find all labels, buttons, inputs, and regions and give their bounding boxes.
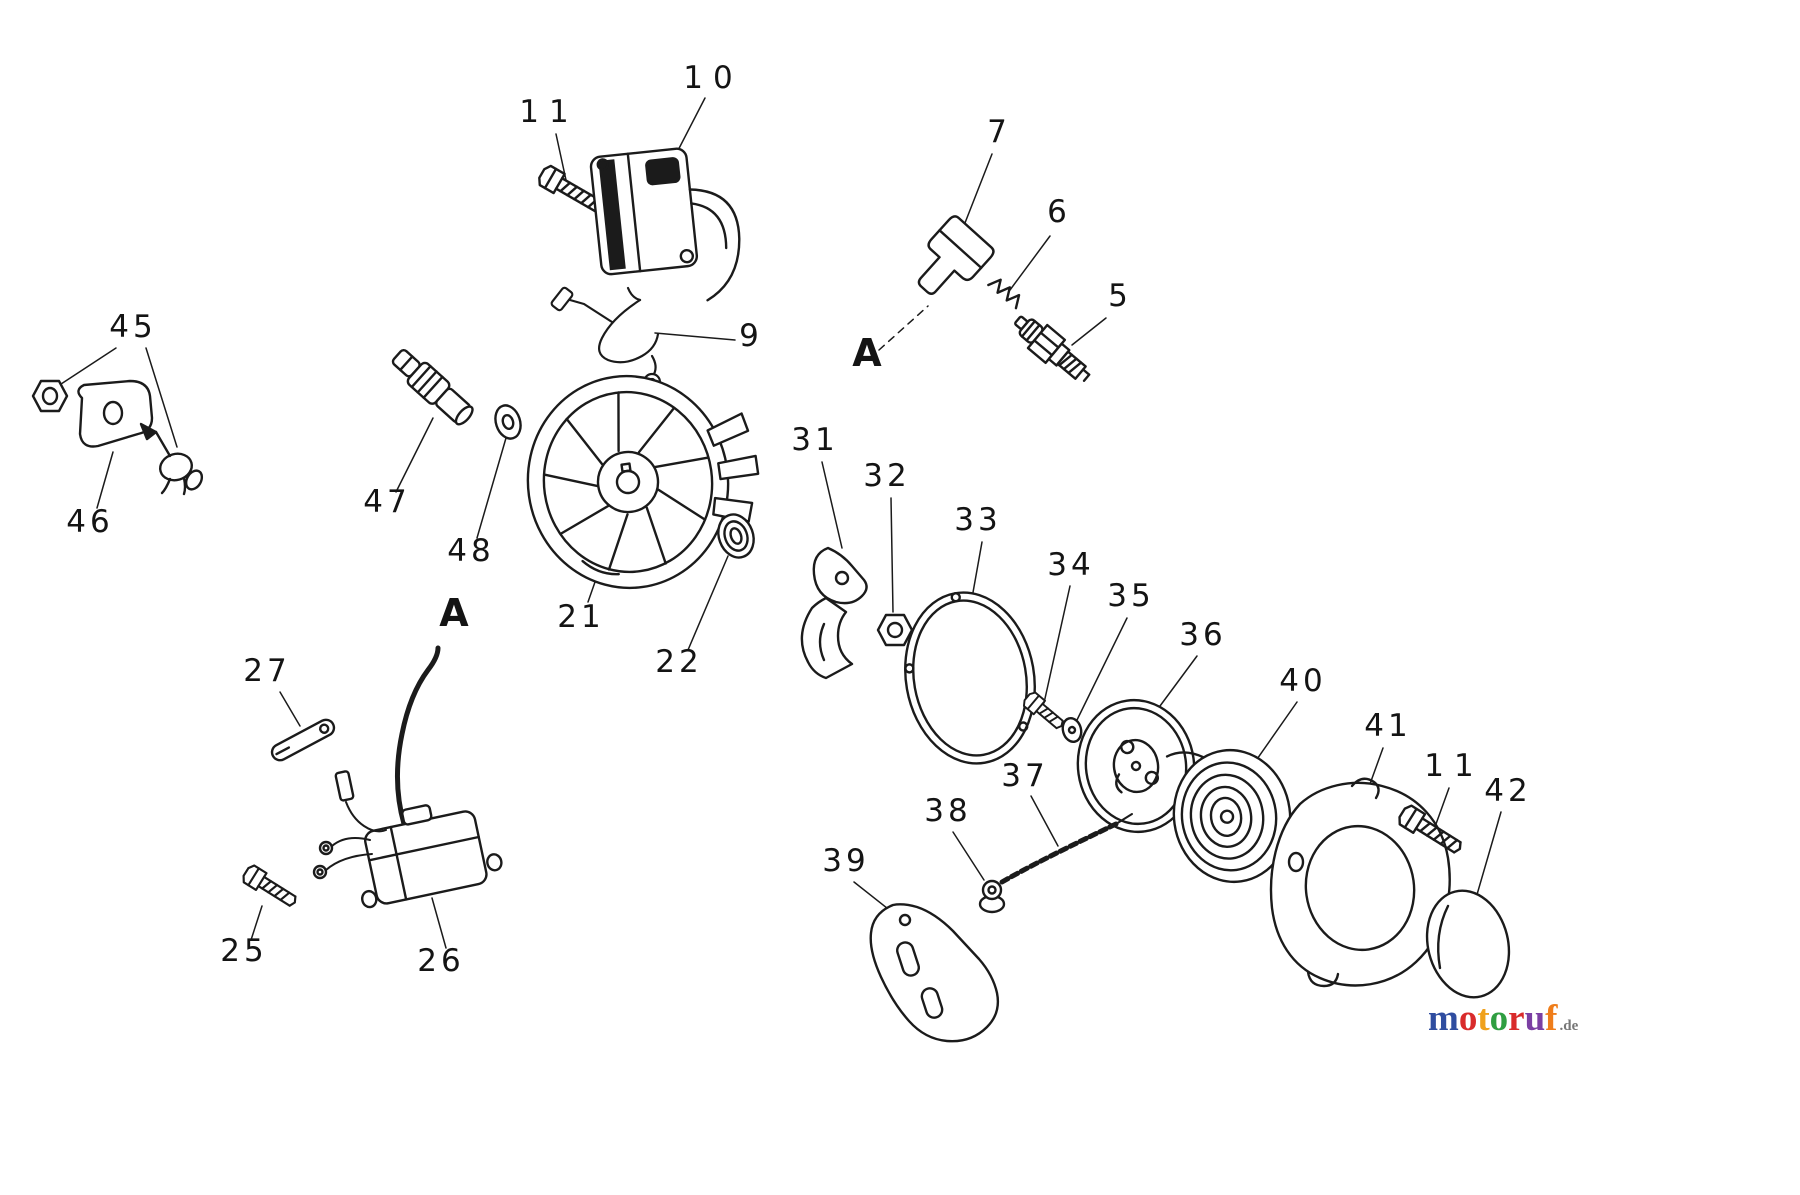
callout-a2: A bbox=[439, 591, 469, 635]
starter-post-drawing bbox=[391, 348, 474, 426]
callout-32: 32 bbox=[863, 458, 910, 494]
fan-cover-ring-drawing bbox=[904, 591, 1036, 765]
motoruf-logo-suffix: .de bbox=[1559, 1018, 1579, 1034]
flywheel-drawing bbox=[526, 374, 760, 590]
flywheel-nut-drawing bbox=[876, 613, 914, 647]
logo-letter: m bbox=[1428, 998, 1459, 1039]
stop-lever-drawing bbox=[270, 718, 336, 762]
callout-7: 7 bbox=[987, 114, 1007, 150]
recoil-spring-drawing bbox=[1165, 748, 1292, 884]
logo-letter: u bbox=[1524, 998, 1546, 1039]
washer-22-drawing bbox=[717, 513, 755, 559]
washer-35-drawing bbox=[1061, 716, 1083, 744]
callout-5: 5 bbox=[1108, 278, 1128, 314]
callout-36: 36 bbox=[1179, 617, 1226, 653]
washer-48-drawing bbox=[494, 404, 522, 440]
callout-11b: 11 bbox=[1424, 748, 1483, 784]
callout-6: 6 bbox=[1047, 194, 1067, 230]
callout-46: 46 bbox=[66, 504, 113, 540]
cover-disc-drawing bbox=[1425, 889, 1511, 999]
stop-switch-drawing bbox=[139, 422, 204, 496]
stop-switch-bracket-drawing bbox=[77, 379, 154, 448]
callout-10: 10 bbox=[683, 60, 742, 96]
callout-47: 47 bbox=[363, 484, 410, 520]
callout-labels: 10 11 7 6 5 9 45 47 48 46 21 22 A A 27 3… bbox=[66, 60, 1531, 979]
ignition-coil-drawing bbox=[589, 147, 741, 302]
logo-letter: f bbox=[1545, 998, 1558, 1039]
callout-21: 21 bbox=[557, 599, 604, 635]
choke-rod-drawing bbox=[395, 645, 441, 827]
callout-48: 48 bbox=[447, 533, 494, 569]
logo-letter: o bbox=[1489, 998, 1509, 1039]
terminal-spring-drawing bbox=[987, 278, 1021, 310]
screw-34-drawing bbox=[1022, 691, 1064, 730]
logo-letter: r bbox=[1508, 998, 1525, 1039]
starter-grip-drawing bbox=[869, 903, 1000, 1043]
starter-housing-drawing bbox=[1269, 777, 1451, 988]
callout-42: 42 bbox=[1484, 773, 1531, 809]
leader-lines bbox=[57, 97, 1502, 949]
callout-45: 45 bbox=[109, 309, 156, 345]
ignition-module-drawing bbox=[312, 770, 503, 909]
spark-plug-cap-drawing bbox=[917, 215, 995, 295]
callout-38: 38 bbox=[924, 793, 971, 829]
rope-bushing-drawing bbox=[978, 879, 1006, 914]
callout-37: 37 bbox=[1001, 758, 1048, 794]
starter-pawl-drawing bbox=[800, 546, 868, 680]
logo-letter: o bbox=[1458, 998, 1478, 1039]
starter-rope-drawing bbox=[999, 813, 1133, 885]
callout-33: 33 bbox=[954, 502, 1001, 538]
callout-31: 31 bbox=[791, 422, 838, 458]
callout-11a: 11 bbox=[519, 94, 578, 130]
housing-bolt-drawing bbox=[1398, 804, 1462, 854]
callout-9: 9 bbox=[739, 318, 759, 354]
starter-pulley-drawing bbox=[1076, 698, 1196, 834]
callout-a1: A bbox=[852, 331, 882, 375]
callout-41: 41 bbox=[1364, 708, 1411, 744]
nut-drawing bbox=[31, 379, 69, 413]
callout-35: 35 bbox=[1107, 578, 1154, 614]
ignition-lead-drawing bbox=[550, 286, 662, 392]
callout-39: 39 bbox=[822, 843, 869, 879]
callout-34: 34 bbox=[1047, 547, 1094, 583]
logo-letter: t bbox=[1477, 998, 1490, 1039]
spark-plug-drawing bbox=[1014, 315, 1091, 382]
module-bolt-drawing bbox=[242, 864, 297, 907]
callout-26: 26 bbox=[417, 943, 464, 979]
callout-40: 40 bbox=[1279, 663, 1326, 699]
callout-27: 27 bbox=[243, 653, 290, 689]
coil-bolt-drawing bbox=[538, 164, 605, 214]
callout-22: 22 bbox=[655, 644, 702, 680]
callout-25: 25 bbox=[220, 933, 267, 969]
